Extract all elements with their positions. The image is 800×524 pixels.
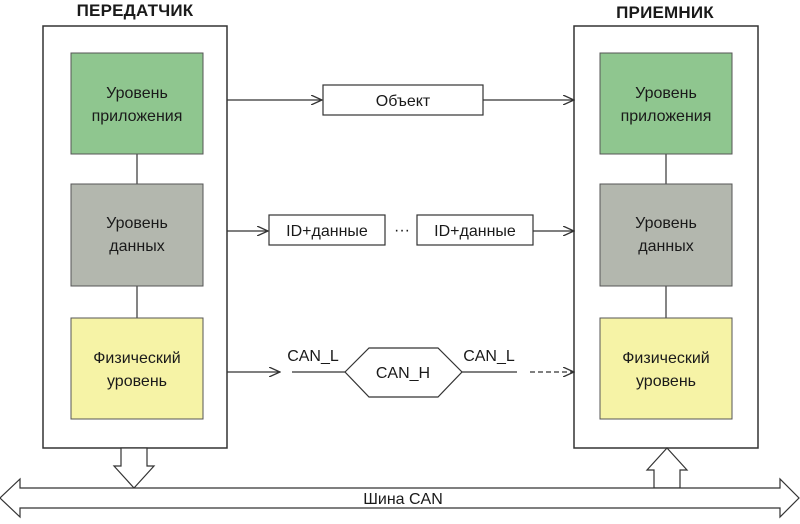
- object-box: [322, 84, 484, 116]
- tx-bus-down-arrow: [112, 447, 156, 489]
- tx-data-layer: Уровень данных: [70, 183, 204, 287]
- id-data-box-1: [268, 214, 386, 246]
- receiver-title: ПРИЕМНИК: [616, 3, 714, 22]
- tx-application-line2: приложения: [92, 108, 183, 125]
- can-bus: [0, 477, 800, 519]
- rx-application-line2: приложения: [621, 108, 712, 125]
- tx-application-line1: Уровень: [106, 85, 168, 102]
- tx-application-layer: Уровень приложения: [70, 52, 204, 155]
- object-label: Объект: [376, 93, 431, 110]
- can-l-right-label: CAN_L: [463, 348, 515, 365]
- can-h-label: CAN_H: [376, 365, 430, 382]
- tx-data-line1: Уровень: [106, 215, 168, 232]
- id-data-ellipsis: ···: [394, 222, 410, 239]
- id-data-label-2: ID+данные: [434, 223, 516, 240]
- can-l-left-label: CAN_L: [287, 348, 339, 365]
- tx-physical-line1: Физический: [93, 350, 180, 367]
- rx-data-line1: Уровень: [635, 215, 697, 232]
- tx-physical-layer: Физический уровень: [70, 317, 204, 420]
- transmitter-title: ПЕРЕДАТЧИК: [77, 1, 194, 20]
- rx-application-line1: Уровень: [635, 85, 697, 102]
- id-data-label-1: ID+данные: [286, 223, 368, 240]
- rx-application-layer: Уровень приложения: [599, 52, 733, 155]
- rx-bus-up-arrow: [645, 447, 689, 489]
- id-data-box-2: [416, 214, 534, 246]
- can-bus-label: Шина CAN: [363, 491, 443, 508]
- rx-data-layer: Уровень данных: [599, 183, 733, 287]
- rx-data-line2: данных: [638, 238, 693, 255]
- tx-physical-line2: уровень: [107, 373, 167, 390]
- rx-physical-line2: уровень: [636, 373, 696, 390]
- rx-physical-layer: Физический уровень: [599, 317, 733, 420]
- tx-data-line2: данных: [109, 238, 164, 255]
- rx-physical-line1: Физический: [622, 350, 709, 367]
